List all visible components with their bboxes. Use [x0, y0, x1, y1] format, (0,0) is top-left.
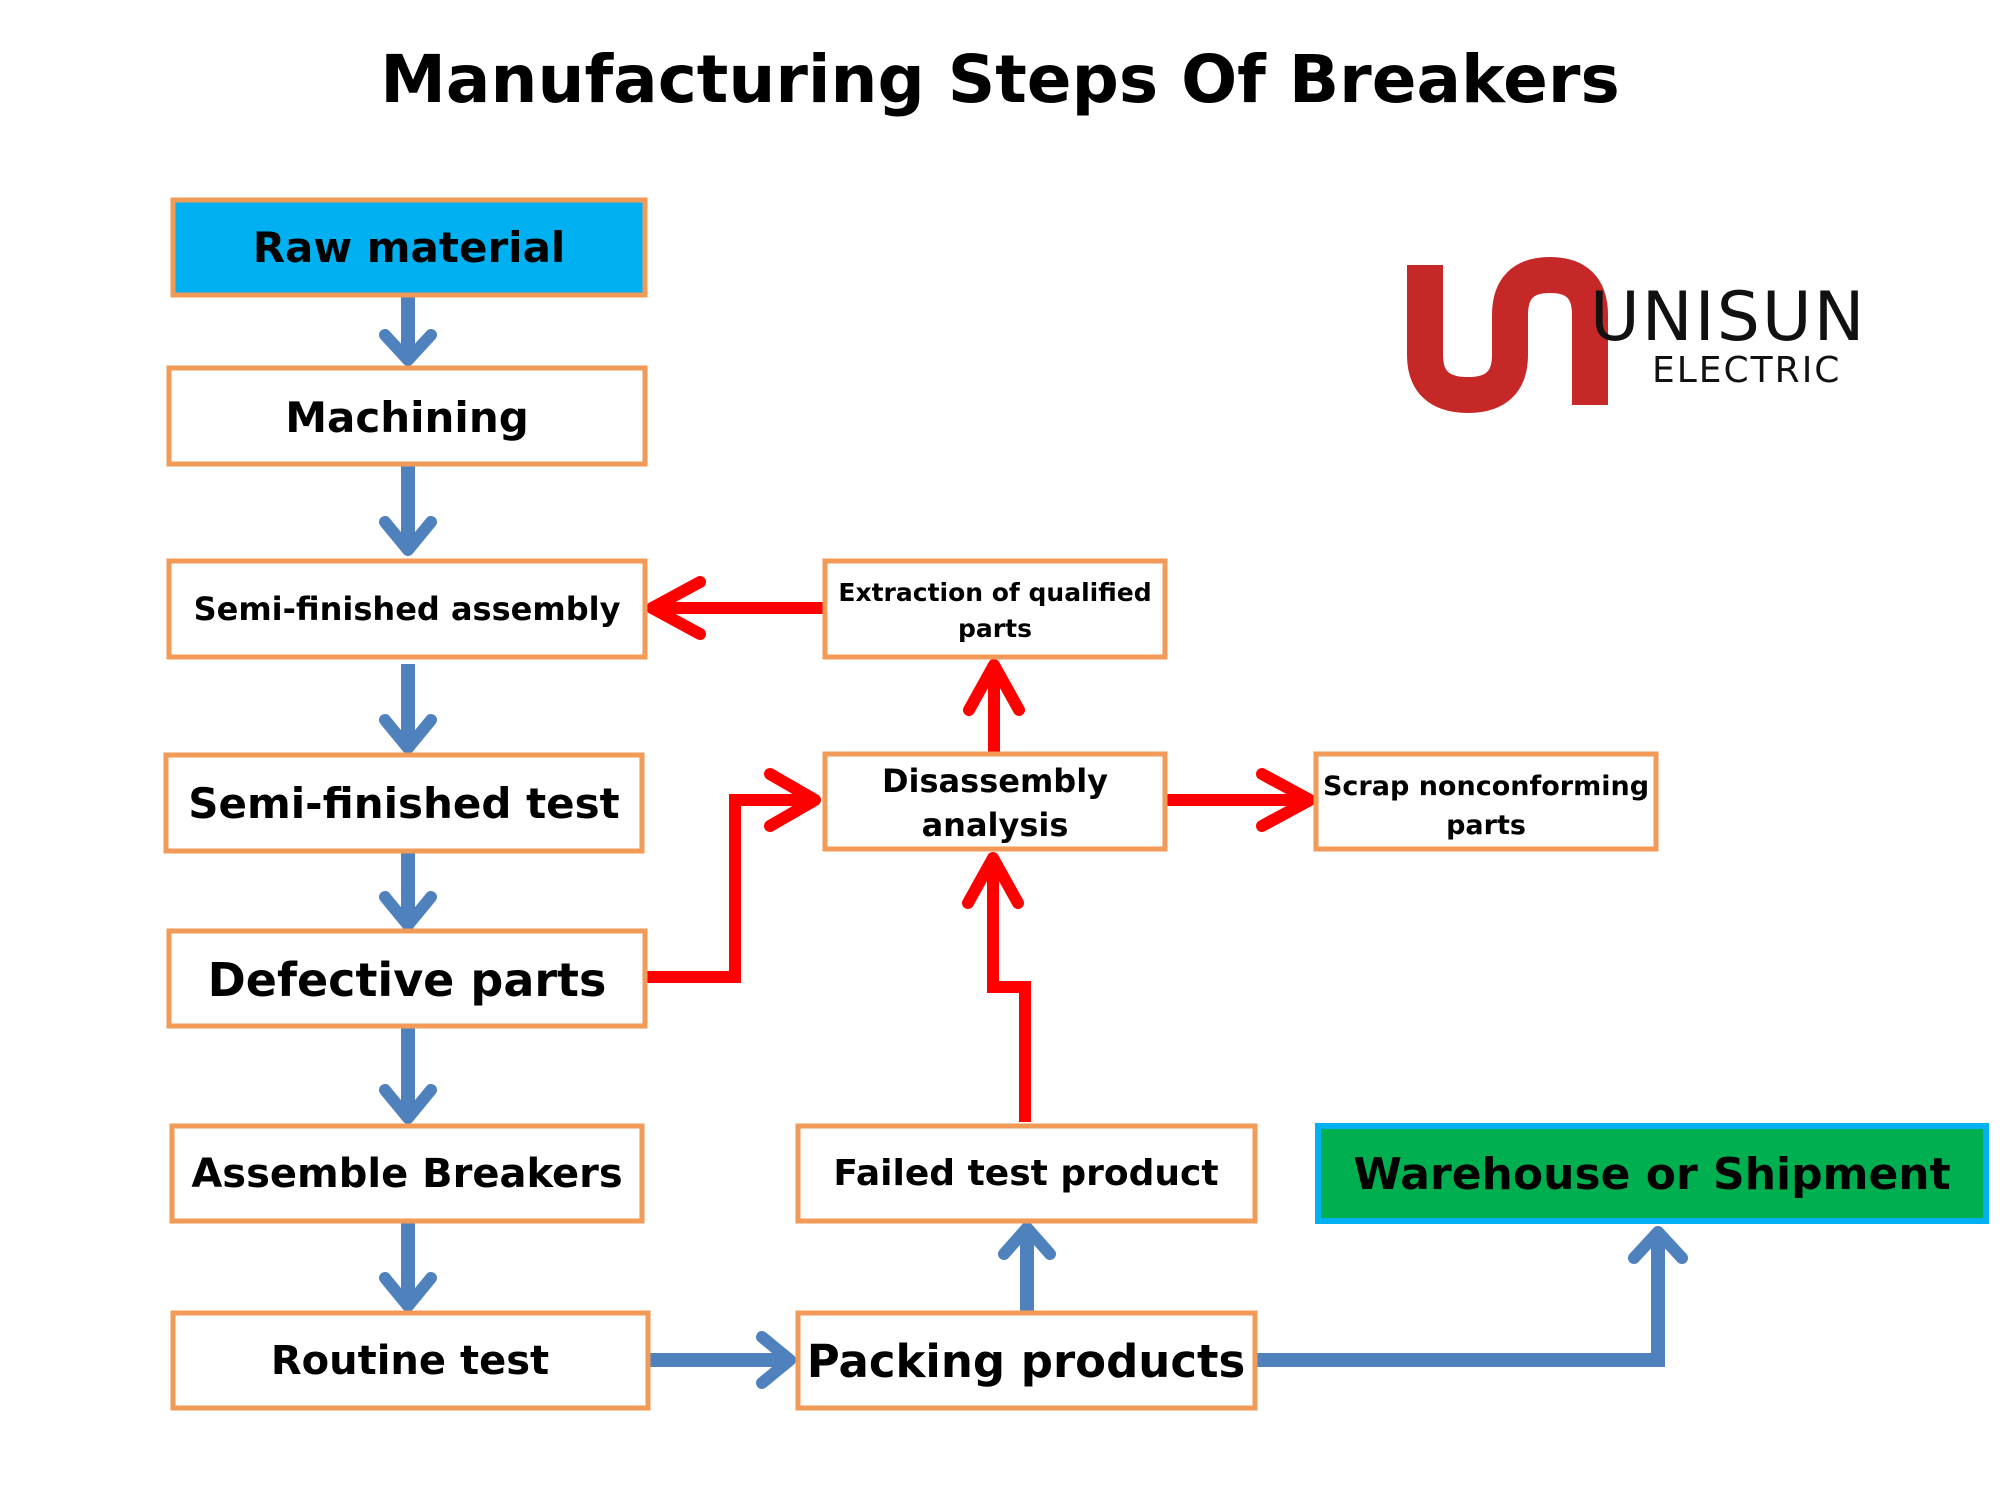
- step-semi-finished-assembly: Semi-finished assembly: [166, 558, 648, 660]
- step-label-line-2: analysis: [922, 806, 1069, 844]
- step-semi-finished-test: Semi-finished test: [163, 752, 645, 854]
- arrow-assemble-to-routine: [379, 1220, 437, 1312]
- logo-subtitle: ELECTRIC: [1652, 350, 1841, 391]
- step-failed-test-product: Failed test product: [795, 1123, 1258, 1224]
- arrow-assembly-to-test: [379, 664, 437, 754]
- arrow-defective-to-assemble: [379, 1025, 437, 1124]
- arrow-routine-to-packing: [650, 1331, 796, 1389]
- step-label: Raw material: [253, 223, 566, 272]
- arrow-failed-to-disassembly: [962, 852, 1031, 1122]
- logo-mark-icon: [1407, 256, 1608, 414]
- step-label: Defective parts: [208, 953, 607, 1007]
- arrow-extraction-to-semi-assembly: [646, 576, 823, 640]
- main-flow-arrows: [379, 295, 1688, 1389]
- step-scrap-nonconforming-parts: Scrap nonconforming parts: [1313, 751, 1659, 852]
- step-assemble-breakers: Assemble Breakers: [169, 1123, 645, 1224]
- arrow-test-to-defective: [379, 852, 437, 931]
- step-label: Packing products: [807, 1335, 1246, 1388]
- step-packing-products: Packing products: [795, 1310, 1258, 1411]
- step-label-line-1: Scrap nonconforming: [1323, 771, 1649, 802]
- arrow-machining-to-assembly: [379, 466, 437, 556]
- step-label: Routine test: [271, 1338, 549, 1384]
- step-label: Warehouse or Shipment: [1353, 1149, 1950, 1200]
- arrow-packing-to-warehouse: [1255, 1226, 1688, 1367]
- step-label: Semi-finished test: [188, 779, 619, 828]
- step-extraction-of-qualified-parts: Extraction of qualified parts: [822, 558, 1168, 660]
- step-machining: Machining: [166, 365, 648, 467]
- arrow-disassembly-to-extraction: [963, 659, 1025, 752]
- defect-flow-arrows: [645, 576, 1316, 1122]
- step-label: Semi-finished assembly: [194, 590, 621, 628]
- step-label-line-1: Disassembly: [882, 762, 1108, 800]
- step-routine-test: Routine test: [170, 1310, 651, 1411]
- step-label: Machining: [285, 393, 529, 442]
- arrow-defective-to-disassembly: [645, 768, 821, 983]
- step-disassembly-analysis: Disassembly analysis: [822, 751, 1168, 852]
- step-label: Assemble Breakers: [191, 1151, 622, 1197]
- step-label-line-2: parts: [958, 614, 1032, 643]
- step-label-line-1: Extraction of qualified: [838, 578, 1151, 607]
- step-label-line-2: parts: [1446, 810, 1526, 841]
- arrow-raw-to-machining: [379, 295, 437, 366]
- logo-name: UNISUN: [1590, 278, 1867, 357]
- step-label: Failed test product: [833, 1153, 1218, 1194]
- unisun-logo: UNISUN ELECTRIC: [1407, 256, 1867, 414]
- arrow-packing-to-failed: [998, 1222, 1056, 1312]
- step-raw-material: Raw material: [170, 197, 648, 298]
- arrow-disassembly-to-scrap: [1165, 768, 1316, 832]
- page-title: Manufacturing Steps Of Breakers: [380, 41, 1620, 118]
- step-defective-parts: Defective parts: [166, 928, 648, 1029]
- step-warehouse-or-shipment: Warehouse or Shipment: [1315, 1123, 1989, 1224]
